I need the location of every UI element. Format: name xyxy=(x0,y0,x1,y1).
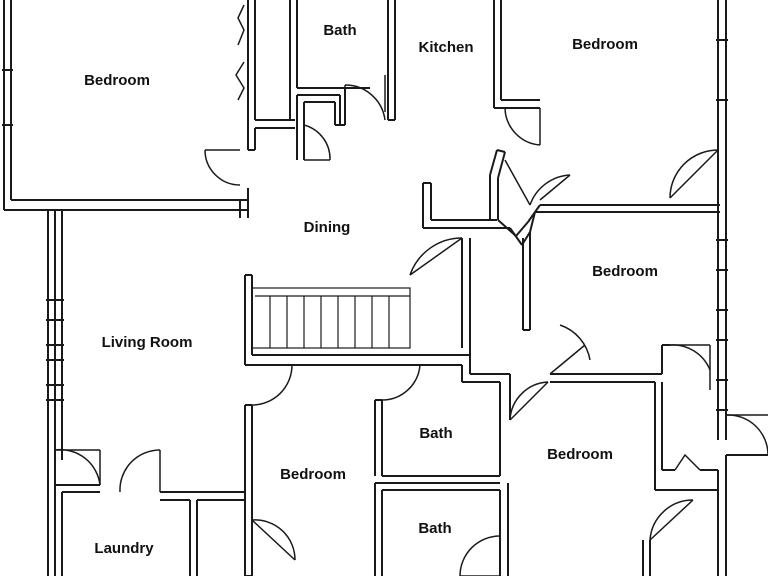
room-label-bedroom-east: Bedroom xyxy=(592,263,658,280)
room-label-bedroom-se: Bedroom xyxy=(547,446,613,463)
room-label-bedroom-nw: Bedroom xyxy=(84,72,150,89)
room-label-laundry: Laundry xyxy=(94,540,154,557)
room-label-bedroom-ne: Bedroom xyxy=(572,36,638,53)
doors xyxy=(54,4,768,576)
room-label-bedroom-center: Bedroom xyxy=(280,466,346,483)
room-label-kitchen: Kitchen xyxy=(418,39,473,56)
room-label-bath-north: Bath xyxy=(323,22,356,39)
room-label-living-room: Living Room xyxy=(102,334,193,351)
room-label-dining: Dining xyxy=(304,219,351,236)
room-label-bath-center: Bath xyxy=(419,425,452,442)
room-labels: Bedroom Bath Kitchen Bedroom Dining Bedr… xyxy=(84,22,658,557)
staircase xyxy=(251,287,411,349)
room-label-bath-south: Bath xyxy=(418,520,451,537)
